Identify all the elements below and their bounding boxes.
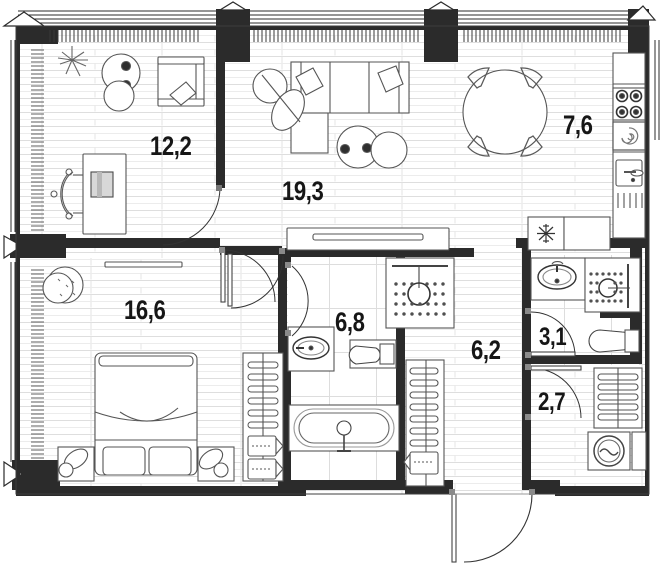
wardrobe-laundry [593, 367, 643, 429]
wardrobe-drawer [247, 458, 284, 480]
shower-area [385, 257, 455, 329]
area-label-laundry: 2,7 [538, 388, 566, 416]
living-door-swing [230, 255, 284, 309]
area-label-bedroom: 16,6 [124, 295, 166, 325]
pillow [148, 446, 192, 476]
dining-chair [467, 67, 543, 157]
round-table-bedroom [42, 266, 84, 304]
dish-drainer-lines [617, 193, 643, 208]
laundry-door-leaf [530, 365, 582, 371]
entry-door-leaf-left [451, 493, 457, 563]
bathroom-guest-fixtures [530, 257, 641, 357]
table-lamp [58, 448, 89, 478]
column-corner-caps [2, 1, 657, 488]
washbasin-main [287, 326, 335, 372]
toilet-guest [588, 329, 640, 353]
guest-bath-door-leaf [530, 351, 576, 357]
bathroom-door-swing [291, 265, 309, 337]
table-lamp [198, 448, 229, 478]
area-label-living: 19,3 [282, 176, 324, 206]
area-label-hallway: 6,2 [471, 335, 501, 365]
laundry-cabinet [631, 431, 647, 471]
shower-guest [584, 257, 641, 313]
refrigerator-icon [527, 216, 565, 251]
tv-console [286, 227, 450, 251]
round-dining-table [462, 67, 548, 157]
clothes-hanger-rail [247, 361, 279, 429]
area-label-guest-bathroom: 3,1 [539, 323, 567, 351]
linen-wardrobe-bath [403, 359, 445, 487]
bedroom-shelf [104, 261, 183, 268]
entry-door [451, 493, 533, 563]
wall-outlines [15, 25, 650, 495]
door-hinge-dots [216, 185, 222, 191]
area-label-kitchen: 7,6 [563, 110, 593, 140]
bathroom-main-fixtures [287, 257, 455, 487]
door-hinges [219, 247, 535, 495]
living-door-leaf [227, 253, 233, 307]
office-chair [50, 168, 83, 220]
desk [82, 153, 127, 235]
window-tick-marks [49, 30, 621, 42]
living-furniture [227, 61, 450, 309]
window-band-top [18, 10, 648, 24]
cooktop-icon [612, 87, 646, 121]
nightstand-left [57, 446, 95, 482]
exterior-walls [2, 1, 660, 496]
laundry-fixtures [530, 365, 647, 471]
washbasin-guest [530, 257, 586, 301]
bathtub [288, 404, 400, 452]
outer-wall-lines [16, 26, 649, 496]
bedroom-door-swing [222, 249, 276, 303]
kitchen-sink [615, 159, 644, 187]
guest-bath-door-swing [530, 311, 576, 357]
nightstand-right [197, 446, 235, 482]
armchair [157, 56, 205, 107]
area-label-main-bathroom: 6,8 [335, 307, 365, 337]
study-furniture [50, 46, 222, 246]
floor-lamp [252, 68, 305, 131]
bedroom-door-leaf [220, 249, 226, 303]
toilet-main [348, 339, 397, 369]
wardrobe-bedroom [242, 352, 284, 482]
potted-plant-icon [57, 46, 88, 77]
coffee-table [336, 125, 408, 169]
area-label-study: 12,2 [150, 131, 192, 161]
kitchen-furniture [462, 52, 646, 251]
kitchen-cabinet [563, 216, 611, 251]
washing-machine-icon [587, 431, 631, 471]
radiator-hatch-left-lower [31, 269, 44, 459]
range-hood-icon [612, 121, 646, 151]
round-side-table [101, 53, 141, 112]
radiator-hatch-left-upper [31, 49, 44, 231]
pillow [102, 446, 146, 476]
entry-door-swing [463, 493, 533, 563]
bedroom-furniture [42, 249, 284, 482]
sectional-sofa [290, 61, 410, 154]
bath-drawer [403, 451, 439, 475]
double-bed [94, 352, 198, 476]
window-band-right [654, 40, 660, 140]
wardrobe-drawer [247, 435, 284, 457]
